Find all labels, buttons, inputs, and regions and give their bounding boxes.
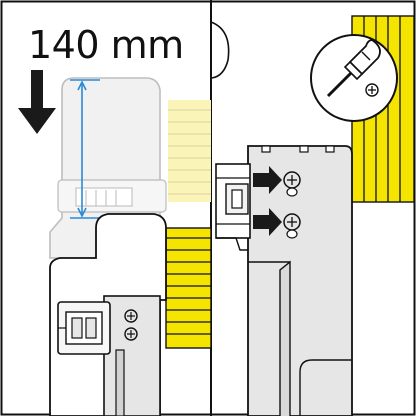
left-panel bbox=[18, 70, 212, 416]
arrow-down-icon bbox=[18, 70, 56, 134]
cable-yellow bbox=[165, 227, 212, 349]
dimension-line bbox=[70, 79, 100, 219]
screw-icon bbox=[283, 171, 301, 197]
right-panel bbox=[210, 15, 415, 416]
wall-outline bbox=[210, 21, 230, 79]
housing-current bbox=[49, 213, 167, 416]
connector-clip bbox=[215, 163, 251, 251]
cable-faded bbox=[168, 100, 211, 202]
screwdriver-phillips-icon bbox=[310, 34, 398, 122]
arrow-right-icon bbox=[253, 166, 282, 194]
arrow-right-icon bbox=[253, 208, 282, 236]
housing-faded bbox=[49, 77, 167, 259]
measurement-label: 140 mm bbox=[28, 23, 184, 67]
screw-icon bbox=[283, 213, 301, 239]
screw-icon bbox=[124, 327, 138, 341]
screw-icon bbox=[124, 309, 138, 323]
